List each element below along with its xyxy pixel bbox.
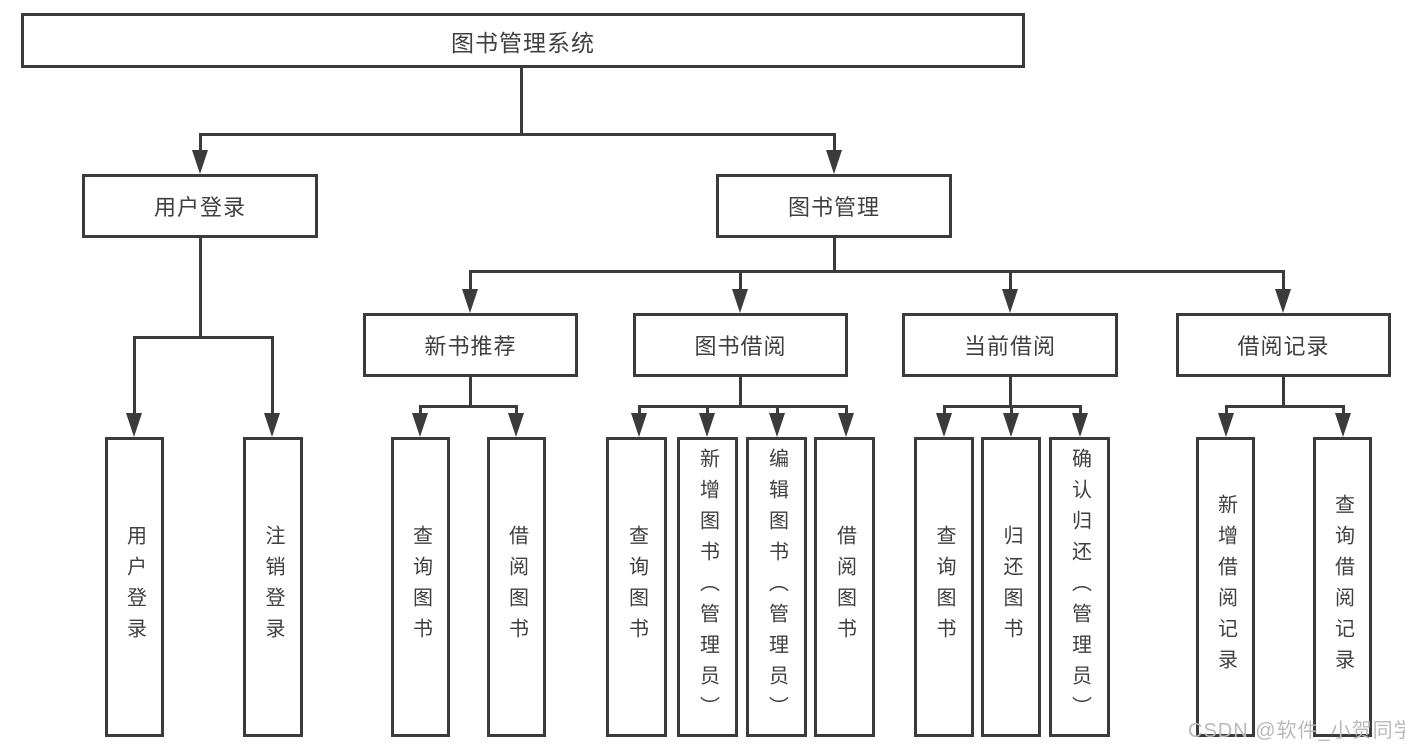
- leaf-label: 用户登录: [123, 525, 146, 649]
- node-label: 新书推荐: [424, 334, 517, 359]
- leaf-label: 借阅图书: [833, 525, 856, 649]
- node-book-management: 图书管理: [716, 174, 952, 238]
- connector-user-login-branch: [133, 336, 274, 339]
- connector-stem: [469, 377, 472, 408]
- node-user-login: 用户登录: [82, 174, 318, 238]
- connector-drop: [638, 405, 641, 417]
- leaf-label: 新增借阅记录: [1214, 494, 1237, 680]
- leaf-add-borrow-record: 新增借阅记录: [1196, 437, 1255, 737]
- leaf-label: 确认归还（管理员）: [1068, 447, 1091, 727]
- connector-branch: [419, 405, 518, 408]
- arrowhead-down: [508, 413, 524, 437]
- leaf-label: 编辑图书（管理员）: [765, 447, 788, 727]
- connector-stem: [1009, 377, 1012, 408]
- connector-drop: [419, 405, 422, 417]
- connector-drop: [776, 405, 779, 417]
- node-label: 图书管理: [787, 195, 880, 220]
- arrowhead-down: [264, 413, 280, 437]
- arrowhead-down: [412, 413, 428, 437]
- node-label: 借阅记录: [1237, 334, 1330, 359]
- leaf-label: 归还图书: [1000, 525, 1022, 649]
- arrowhead-down: [838, 413, 854, 437]
- arrowhead-down: [192, 150, 208, 174]
- leaf-borrow-books: 借阅图书: [487, 437, 546, 737]
- connector-user-login-stem: [199, 238, 202, 339]
- connector-drop: [1010, 405, 1013, 417]
- arrowhead-down: [826, 150, 842, 174]
- node-label: 当前借阅: [963, 334, 1056, 359]
- node-label: 用户登录: [153, 195, 246, 220]
- node-new-book-recommend: 新书推荐: [363, 313, 578, 377]
- node-library-management-system: 图书管理系统: [21, 13, 1025, 68]
- connector-drop: [943, 405, 946, 417]
- connector-root-stem: [520, 68, 523, 136]
- leaf-add-books-admin: 新增图书（管理员）: [677, 437, 738, 737]
- connector-drop: [515, 405, 518, 417]
- arrowhead-down: [1275, 289, 1291, 313]
- leaf-borrow-books: 借阅图书: [814, 437, 875, 737]
- leaf-label: 注销登录: [262, 525, 284, 649]
- connector-drop: [199, 133, 202, 153]
- leaf-return-books: 归还图书: [981, 437, 1041, 737]
- connector-stem: [1282, 377, 1285, 408]
- connector-book-management-branch: [469, 270, 1285, 273]
- leaf-label: 查询借阅记录: [1331, 494, 1354, 680]
- leaf-query-books: 查询图书: [391, 437, 450, 737]
- connector-drop: [133, 336, 136, 416]
- arrowhead-down: [1072, 413, 1088, 437]
- node-borrow-records: 借阅记录: [1176, 313, 1391, 377]
- leaf-edit-books-admin: 编辑图书（管理员）: [746, 437, 807, 737]
- leaf-label: 查询图书: [409, 525, 432, 649]
- connector-drop: [1079, 405, 1082, 417]
- leaf-confirm-return-admin: 确认归还（管理员）: [1049, 437, 1110, 737]
- leaf-query-books: 查询图书: [914, 437, 974, 737]
- connector-drop: [833, 133, 836, 153]
- leaf-query-books: 查询图书: [606, 437, 667, 737]
- csdn-watermark: CSDN @软件_小贺同学: [1188, 720, 1405, 742]
- connector-drop: [469, 270, 472, 292]
- arrowhead-down: [126, 413, 142, 437]
- connector-drop: [739, 270, 742, 292]
- leaf-label: 查询图书: [933, 525, 955, 649]
- node-label: 图书借阅: [694, 334, 787, 359]
- node-label: 图书管理系统: [451, 29, 595, 56]
- node-book-borrow: 图书借阅: [633, 313, 848, 377]
- leaf-user-login: 用户登录: [105, 437, 164, 737]
- connector-book-management-stem: [833, 238, 836, 273]
- arrowhead-down: [631, 413, 647, 437]
- arrowhead-down: [1335, 413, 1351, 437]
- arrowhead-down: [1002, 289, 1018, 313]
- arrowhead-down: [1003, 413, 1019, 437]
- node-current-borrow: 当前借阅: [902, 313, 1118, 377]
- connector-branch: [1225, 405, 1345, 408]
- leaf-label: 新增图书（管理员）: [696, 447, 719, 727]
- connector-root-branch: [199, 133, 836, 136]
- connector-drop: [1009, 270, 1012, 292]
- arrowhead-down: [936, 413, 952, 437]
- connector-stem: [739, 377, 742, 408]
- arrowhead-down: [732, 289, 748, 313]
- arrowhead-down: [769, 413, 785, 437]
- leaf-label: 查询图书: [625, 525, 648, 649]
- arrowhead-down: [699, 413, 715, 437]
- leaf-query-borrow-record: 查询借阅记录: [1313, 437, 1372, 737]
- connector-drop: [271, 336, 274, 416]
- leaf-logout: 注销登录: [243, 437, 303, 737]
- arrowhead-down: [462, 289, 478, 313]
- leaf-label: 借阅图书: [505, 525, 528, 649]
- arrowhead-down: [1218, 413, 1234, 437]
- connector-drop: [1225, 405, 1228, 417]
- connector-drop: [1342, 405, 1345, 417]
- connector-drop: [1282, 270, 1285, 292]
- connector-drop: [706, 405, 709, 417]
- connector-drop: [845, 405, 848, 417]
- connector-branch: [638, 405, 848, 408]
